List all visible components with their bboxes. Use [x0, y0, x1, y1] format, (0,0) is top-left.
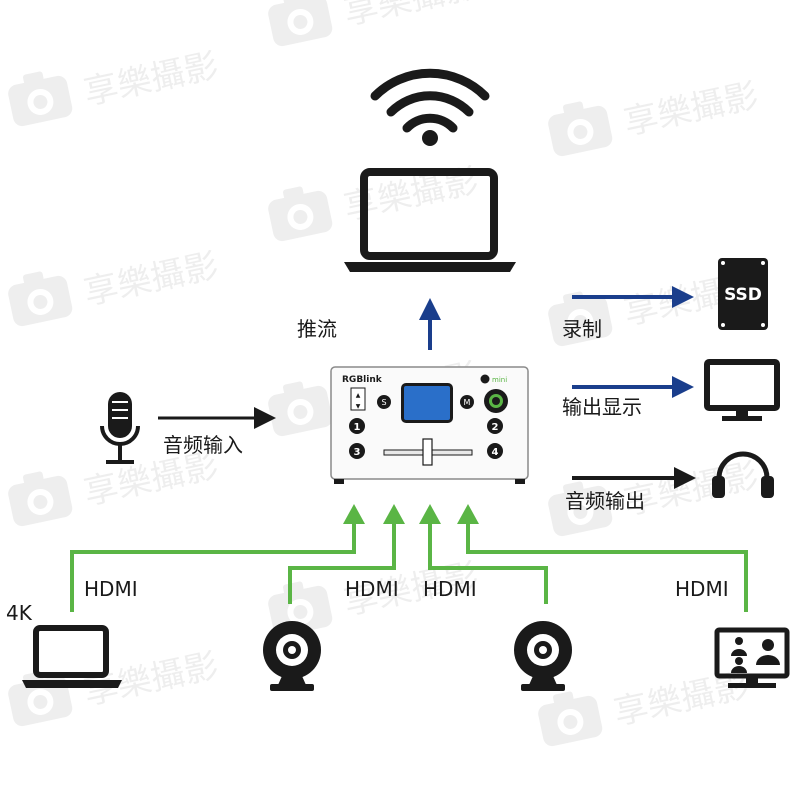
- button-3-label: 3: [354, 447, 361, 458]
- up-button[interactable]: ▲: [356, 392, 361, 399]
- brand-logo: RGBlink: [342, 375, 383, 385]
- audio-out-label: 音频输出: [565, 489, 645, 513]
- 4k-label: 4K: [6, 601, 33, 625]
- ssd-label: SSD: [724, 285, 762, 305]
- audio-in-arrow: [158, 407, 276, 429]
- record-label: 录制: [562, 317, 602, 341]
- button-1-label: 1: [354, 422, 361, 433]
- watermark-text: 享樂攝影: [620, 76, 761, 143]
- preview-screen: [404, 386, 450, 420]
- stream-arrow: [419, 298, 441, 350]
- display-out-label: 输出显示: [562, 395, 642, 419]
- watermark-text: 享樂攝影: [80, 646, 221, 713]
- input-button-3[interactable]: 3: [349, 443, 365, 459]
- hdmi-arrowheads: [343, 504, 479, 524]
- watermark-text: 享樂攝影: [80, 246, 221, 313]
- watermark: 享樂攝影: [545, 65, 762, 159]
- microphone-icon: [102, 392, 138, 462]
- webcam-icon: [263, 621, 321, 691]
- hdmi-label-1: HDMI: [84, 577, 138, 601]
- video-switcher-device: RGBlink mini ▲ ▼ S M 1 2: [331, 367, 528, 484]
- hdmi-label-2: HDMI: [345, 577, 399, 601]
- joystick-knob[interactable]: [484, 389, 508, 413]
- ssd-icon: SSD: [718, 258, 768, 330]
- m-button-label: M: [464, 398, 471, 407]
- watermark: 享樂攝影: [265, 150, 482, 244]
- watermark: 享樂攝影: [5, 235, 222, 329]
- s-button-label: S: [381, 398, 386, 407]
- watermark-text: 享樂攝影: [340, 0, 481, 33]
- input-button-2[interactable]: 2: [487, 418, 503, 434]
- webcam-icon: [514, 621, 572, 691]
- wifi-icon: [375, 73, 485, 146]
- t-bar-fader[interactable]: [423, 439, 432, 465]
- button-4-label: 4: [492, 447, 499, 458]
- hdmi-label-3: HDMI: [423, 577, 477, 601]
- input-button-1[interactable]: 1: [349, 418, 365, 434]
- watermark-text: 享樂攝影: [80, 46, 221, 113]
- monitor-icon: [707, 362, 777, 421]
- audio-in-label: 音频输入: [163, 433, 243, 457]
- watermark: 享樂攝影: [265, 0, 482, 49]
- hdmi-label-4: HDMI: [675, 577, 729, 601]
- m-button[interactable]: M: [460, 395, 474, 409]
- s-button[interactable]: S: [377, 395, 391, 409]
- input-button-4[interactable]: 4: [487, 443, 503, 459]
- stream-label: 推流: [297, 317, 337, 341]
- watermark: 享樂攝影: [5, 35, 222, 129]
- button-2-label: 2: [492, 422, 499, 433]
- model-logo: mini: [492, 376, 507, 384]
- down-button[interactable]: ▼: [356, 403, 361, 410]
